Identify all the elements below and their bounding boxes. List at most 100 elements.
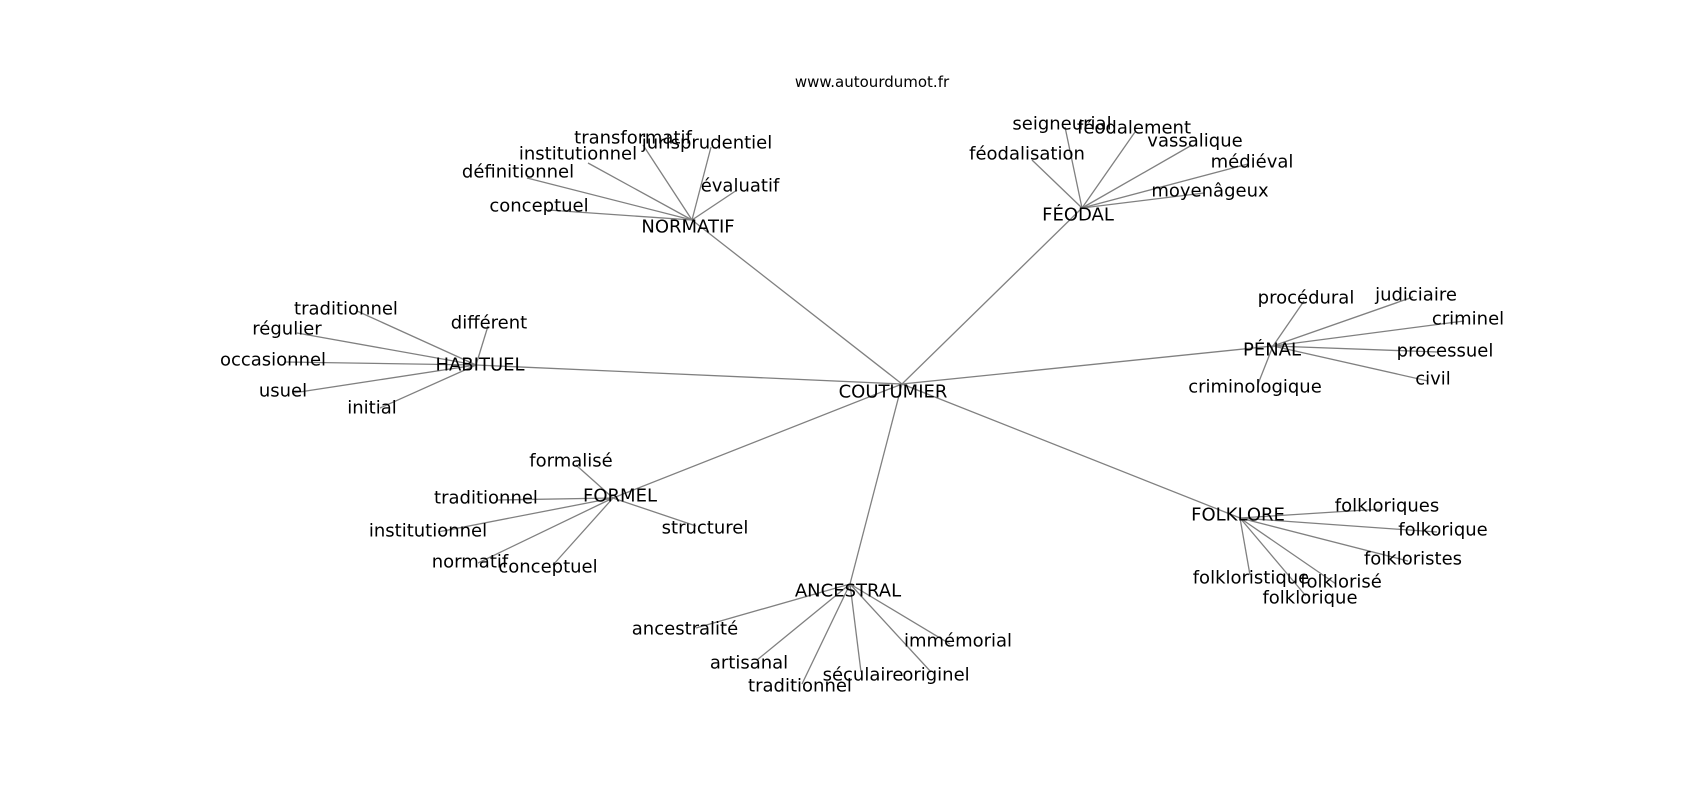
leaf-node-label: normatif — [432, 552, 509, 573]
leaf-node-label: processuel — [1397, 341, 1494, 362]
leaf-node-label: folklorisé — [1300, 572, 1382, 593]
leaf-node-label: évaluatif — [701, 176, 780, 197]
branch-node-label: FÉODAL — [1042, 204, 1114, 226]
edge-branch-6-leaf-2 — [756, 583, 851, 661]
branch-node-label: HABITUEL — [435, 355, 524, 376]
edge-branch-2-leaf-2 — [475, 325, 489, 366]
edge-branch-2-leaf-1 — [296, 332, 477, 366]
leaf-node-label: séculaire — [823, 665, 904, 686]
leaf-node-label: ancestralité — [632, 619, 738, 640]
edge-branch-0-leaf-2 — [587, 162, 693, 221]
leaf-node-label: structurel — [662, 518, 749, 539]
branch-node-label: FOLKLORE — [1191, 505, 1285, 526]
leaf-node-label: traditionnel — [434, 488, 538, 509]
edge-root-to-branch-6 — [849, 383, 903, 585]
leaf-node-label: conceptuel — [489, 196, 588, 217]
edge-branch-6-leaf-1 — [849, 583, 951, 645]
edge-branch-2-leaf-3 — [284, 361, 477, 366]
root-node-label: COUTUMIER — [839, 382, 948, 403]
edge-branch-3-leaf-3 — [1272, 345, 1439, 353]
leaf-node-label: vassalique — [1147, 131, 1242, 152]
branch-node-label: PÉNAL — [1243, 339, 1301, 361]
source-label[interactable]: www.autourdumot.fr — [795, 73, 950, 91]
edge-branch-1-leaf-0 — [1064, 126, 1083, 209]
edge-root-to-branch-2 — [475, 364, 903, 385]
leaf-node-label: féodalisation — [969, 144, 1085, 165]
edge-branch-1-leaf-2 — [1031, 159, 1083, 209]
leaf-node-label: conceptuel — [498, 557, 597, 578]
edge-branch-3-leaf-4 — [1272, 345, 1429, 382]
edge-branch-1-leaf-1 — [1081, 131, 1136, 209]
edge-branch-4-leaf-3 — [612, 497, 697, 527]
leaf-node-label: folkloristes — [1364, 549, 1462, 570]
leaf-node-label: criminel — [1432, 309, 1504, 330]
edge-branch-6-leaf-0 — [695, 583, 851, 629]
graph-edges — [284, 126, 1465, 685]
leaf-node-label: folkloristique — [1193, 568, 1310, 589]
leaf-node-label: différent — [451, 313, 527, 334]
edge-branch-4-leaf-4 — [477, 497, 614, 564]
edge-branch-0-leaf-3 — [526, 177, 693, 221]
edge-branch-4-leaf-0 — [575, 464, 614, 499]
edge-branch-6-leaf-5 — [801, 583, 851, 685]
leaf-node-label: institutionnel — [519, 144, 637, 165]
leaf-node-label: immémorial — [904, 631, 1012, 652]
edge-branch-3-leaf-1 — [1272, 296, 1414, 347]
edge-root-to-branch-3 — [901, 345, 1274, 385]
leaf-node-label: criminologique — [1188, 377, 1322, 398]
leaf-node-label: judiciaire — [1374, 285, 1457, 306]
edge-branch-5-leaf-0 — [1239, 508, 1383, 519]
edge-branch-1-leaf-4 — [1081, 163, 1249, 209]
edge-branch-1-leaf-3 — [1081, 144, 1193, 209]
edge-branch-6-leaf-3 — [849, 583, 862, 673]
edge-root-to-branch-0 — [691, 219, 903, 385]
leaf-node-label: procédural — [1258, 288, 1355, 309]
edge-branch-4-leaf-5 — [552, 497, 614, 566]
edge-branch-5-leaf-5 — [1239, 517, 1307, 597]
edge-root-to-branch-1 — [901, 207, 1083, 385]
edge-branch-2-leaf-4 — [292, 364, 477, 394]
branch-node-label: ANCESTRAL — [795, 581, 901, 602]
edge-branch-5-leaf-4 — [1239, 517, 1251, 576]
leaf-node-label: médiéval — [1211, 152, 1294, 173]
edge-branch-4-leaf-1 — [495, 497, 614, 501]
leaf-node-label: institutionnel — [369, 521, 487, 542]
edge-branch-5-leaf-1 — [1239, 517, 1438, 533]
edge-branch-2-leaf-0 — [356, 310, 477, 366]
edge-branch-6-leaf-4 — [849, 583, 932, 673]
edge-branch-5-leaf-2 — [1239, 517, 1409, 562]
edge-branch-0-leaf-0 — [642, 144, 693, 221]
edge-branch-3-leaf-2 — [1272, 320, 1465, 347]
leaf-node-label: originel — [902, 665, 969, 686]
leaf-node-label: folkloriques — [1335, 496, 1439, 517]
branch-node-label: FORMEL — [583, 486, 657, 507]
edge-branch-3-leaf-5 — [1257, 345, 1274, 385]
leaf-node-label: artisanal — [710, 653, 788, 674]
leaf-node-label: régulier — [252, 319, 322, 340]
leaf-node-label: folklorique — [1262, 588, 1357, 609]
leaf-node-label: féodalement — [1077, 118, 1191, 139]
edge-branch-5-leaf-3 — [1239, 517, 1337, 585]
leaf-node-label: définitionnel — [462, 162, 574, 183]
leaf-node-label: jurisprudentiel — [641, 133, 772, 154]
branch-node-label: NORMATIF — [641, 217, 734, 238]
leaf-node-label: traditionnel — [294, 299, 398, 320]
leaf-node-label: seigneurial — [1012, 114, 1111, 135]
leaf-node-label: folkorique — [1398, 520, 1487, 541]
edge-root-to-branch-5 — [901, 383, 1241, 519]
leaf-node-label: moyenâgeux — [1151, 181, 1269, 202]
edge-branch-2-leaf-5 — [379, 364, 477, 409]
leaf-node-label: formalisé — [529, 451, 612, 472]
edge-root-to-branch-4 — [612, 383, 903, 499]
leaf-node-label: transformatif — [574, 128, 692, 149]
leaf-node-label: traditionnel — [748, 676, 852, 697]
leaf-node-label: civil — [1415, 369, 1451, 390]
edge-branch-4-leaf-2 — [437, 497, 614, 533]
edge-branch-0-leaf-4 — [691, 189, 738, 221]
edge-branch-0-leaf-5 — [547, 209, 693, 221]
edge-branch-3-leaf-0 — [1272, 300, 1305, 347]
leaf-node-label: occasionnel — [220, 350, 326, 371]
leaf-node-label: initial — [347, 398, 397, 419]
edge-branch-0-leaf-1 — [691, 146, 712, 221]
